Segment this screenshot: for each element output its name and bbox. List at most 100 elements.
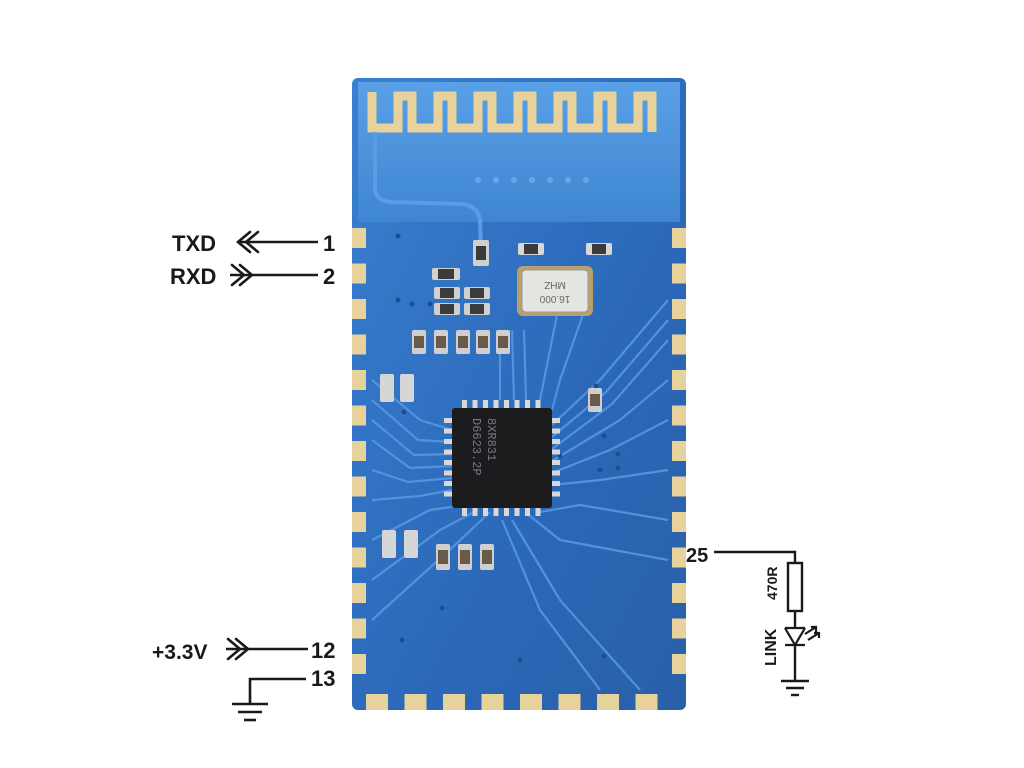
pcb-traces bbox=[371, 299, 669, 691]
chip-pin bbox=[514, 400, 520, 409]
edge-pad bbox=[520, 694, 542, 710]
board-body bbox=[352, 78, 686, 710]
edge-pad bbox=[672, 441, 686, 461]
edge-pad bbox=[672, 583, 686, 603]
pin-callout-link: 25 470R LINK bbox=[686, 545, 821, 697]
left-edge-pads bbox=[352, 228, 366, 674]
chip-pin bbox=[493, 400, 499, 409]
vcc-label: +3.3V bbox=[152, 641, 207, 664]
edge-pad bbox=[672, 476, 686, 497]
edge-pad bbox=[597, 694, 619, 710]
edge-pad bbox=[352, 512, 366, 532]
chip-pin bbox=[551, 449, 560, 455]
chip-pin bbox=[483, 400, 488, 409]
link-wire bbox=[714, 550, 797, 563]
chip-pin bbox=[462, 507, 467, 516]
edge-pad bbox=[352, 405, 366, 426]
chip-pin bbox=[551, 491, 560, 497]
chip-marking-line2: D6623.2P bbox=[469, 418, 483, 476]
link-pin-number: 25 bbox=[686, 545, 708, 567]
chip-pin bbox=[444, 491, 453, 497]
chip-pin bbox=[535, 507, 541, 516]
gnd-pin-number: 13 bbox=[311, 666, 335, 691]
chip-pin bbox=[514, 507, 520, 516]
edge-pad bbox=[352, 263, 366, 284]
pcb-vias bbox=[395, 233, 621, 663]
edge-pad bbox=[352, 370, 366, 390]
gnd-wire bbox=[248, 677, 306, 703]
edge-pad bbox=[672, 299, 686, 319]
edge-pad bbox=[481, 694, 504, 710]
edge-pad bbox=[672, 370, 686, 390]
pin-callout-gnd: 13 bbox=[232, 666, 335, 722]
antenna-via-row bbox=[475, 177, 589, 183]
chip-pin bbox=[472, 507, 478, 516]
pin-callout-rxd: RXD 2 bbox=[170, 263, 335, 289]
edge-pad bbox=[672, 654, 686, 674]
led-icon bbox=[784, 625, 821, 648]
chip-pin bbox=[444, 418, 453, 423]
edge-pad bbox=[672, 263, 686, 284]
antenna-trace bbox=[367, 91, 657, 133]
pin-callout-vcc: +3.3V 12 bbox=[152, 637, 335, 664]
edge-pad bbox=[672, 547, 686, 568]
edge-pad bbox=[352, 618, 366, 639]
chip-pin bbox=[551, 439, 560, 444]
chip-pin bbox=[525, 507, 530, 516]
edge-pad bbox=[352, 476, 366, 497]
txd-label: TXD bbox=[172, 231, 216, 256]
ground-icon bbox=[232, 702, 268, 722]
edge-pad bbox=[352, 654, 366, 674]
edge-pad bbox=[672, 334, 686, 355]
chip-pin bbox=[535, 400, 541, 409]
crystal-label-line2: MHZ bbox=[544, 279, 566, 290]
chip-pin bbox=[551, 481, 560, 486]
edge-pad bbox=[672, 228, 686, 248]
chip-pins bbox=[444, 400, 560, 516]
chip-pin bbox=[551, 460, 560, 465]
edge-pad bbox=[404, 694, 427, 710]
rxd-label: RXD bbox=[170, 264, 216, 289]
led-label: LINK bbox=[763, 628, 780, 666]
chip-pin bbox=[551, 428, 560, 434]
right-edge-pads bbox=[672, 228, 686, 674]
chip-pin bbox=[504, 400, 509, 409]
chip-pin bbox=[551, 470, 560, 476]
edge-pad bbox=[352, 228, 366, 248]
edge-pad bbox=[558, 694, 581, 710]
smd-components bbox=[380, 240, 612, 570]
antenna-feed-trace bbox=[373, 132, 483, 251]
edge-pad bbox=[366, 694, 388, 710]
chip-pin bbox=[444, 428, 453, 434]
chip-pin bbox=[504, 507, 509, 516]
chip-pin bbox=[444, 460, 453, 465]
edge-pad bbox=[672, 405, 686, 426]
chip-pin bbox=[525, 400, 530, 409]
edge-pad bbox=[635, 694, 658, 710]
chip-body bbox=[452, 408, 552, 508]
chip-pin bbox=[444, 439, 453, 444]
resistor-label: 470R bbox=[764, 567, 780, 600]
chip-pin bbox=[462, 400, 467, 409]
chip-pin bbox=[444, 449, 453, 455]
crystal-label-line1: 16.000 bbox=[539, 293, 570, 304]
chip-pin bbox=[472, 400, 478, 409]
chip-pin bbox=[551, 418, 560, 423]
crystal-oscillator: 16.000 MHZ bbox=[517, 266, 593, 316]
chip-pin bbox=[444, 470, 453, 476]
edge-pad bbox=[443, 694, 465, 710]
ground-icon bbox=[781, 679, 809, 697]
edge-pad bbox=[672, 618, 686, 639]
edge-pad bbox=[672, 512, 686, 532]
edge-pad bbox=[352, 441, 366, 461]
edge-pad bbox=[352, 334, 366, 355]
main-chip: 8XR831 D6623.2P bbox=[444, 400, 560, 516]
edge-pad bbox=[352, 583, 366, 603]
bottom-edge-pads bbox=[366, 694, 658, 710]
pin-callout-txd: TXD 1 bbox=[172, 230, 335, 256]
chip-pin bbox=[483, 507, 488, 516]
txd-pin-number: 1 bbox=[323, 231, 335, 256]
edge-pad bbox=[352, 547, 366, 568]
vcc-pin-number: 12 bbox=[311, 638, 335, 663]
